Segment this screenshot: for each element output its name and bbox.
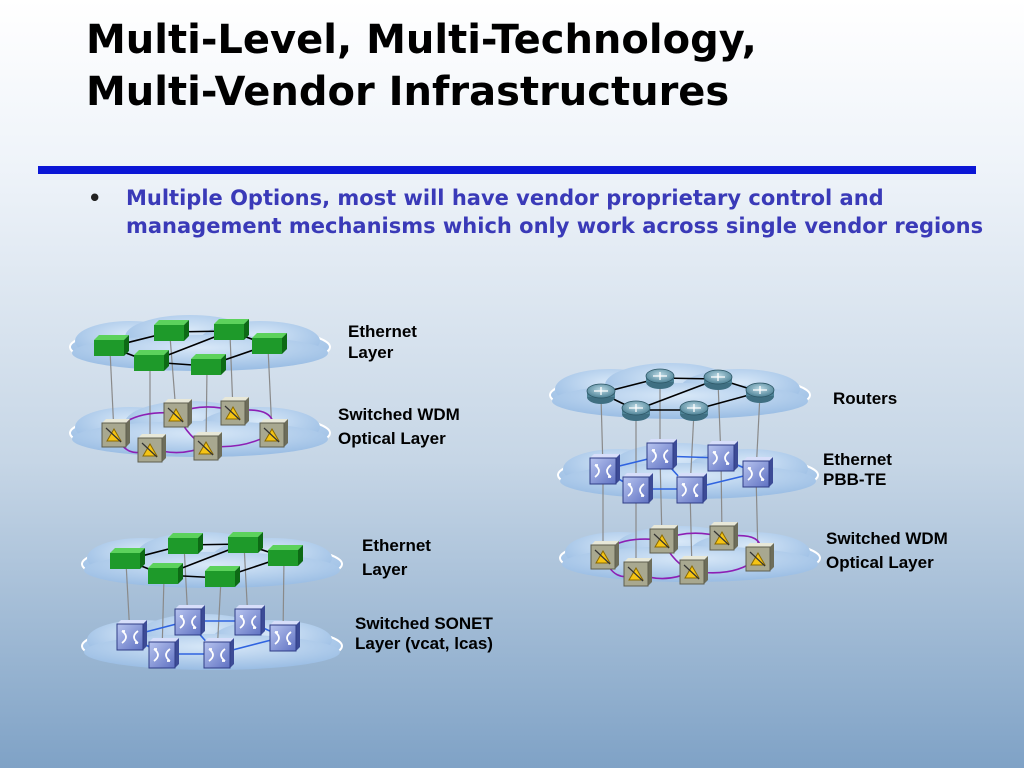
stack3-routers-pbbte-wdm — [549, 362, 821, 587]
sonet-crossconnect-icon — [148, 637, 180, 669]
router-icon — [679, 400, 709, 422]
label-line: Ethernet — [823, 450, 892, 469]
label-line: Layer — [348, 343, 394, 362]
label-stack3-routers: Routers — [833, 388, 897, 409]
router-icon — [621, 400, 651, 422]
optical-crossconnect-icon — [259, 418, 289, 448]
ethernet-switch-icon — [148, 563, 183, 584]
label-stack3-wdm-layer: Switched WDM Optical Layer — [826, 527, 948, 575]
label-line: Routers — [833, 389, 898, 408]
label-stack2-sonet-layer: Switched SONET Layer (vcat, lcas) — [355, 614, 493, 654]
label-line: Optical Layer — [826, 553, 934, 572]
sonet-crossconnect-icon — [116, 619, 148, 651]
pbbte-switch-icon — [622, 472, 654, 504]
ethernet-switch-icon — [134, 350, 169, 371]
label-line: Switched SONET — [355, 614, 493, 633]
optical-crossconnect-icon — [590, 540, 620, 570]
stack1-ethernet-over-wdm — [69, 314, 331, 463]
optical-crossconnect-icon — [679, 555, 709, 585]
title-line-2: Multi-Vendor Infrastructures — [86, 69, 730, 115]
sonet-crossconnect-icon — [234, 604, 266, 636]
label-line: Layer (vcat, lcas) — [355, 634, 493, 653]
router-icon — [745, 382, 775, 404]
label-line: Optical Layer — [338, 429, 446, 448]
optical-crossconnect-icon — [709, 521, 739, 551]
ethernet-switch-icon — [228, 532, 263, 553]
optical-crossconnect-icon — [220, 396, 250, 426]
title-line-1: Multi-Level, Multi-Technology, — [86, 17, 757, 63]
pbbte-switch-icon — [676, 472, 708, 504]
pbbte-switch-icon — [589, 453, 621, 485]
label-line: PBB-TE — [823, 470, 887, 489]
router-icon — [645, 368, 675, 390]
ethernet-switch-icon — [252, 333, 287, 354]
optical-crossconnect-icon — [163, 398, 193, 428]
sonet-crossconnect-icon — [174, 604, 206, 636]
label-line: Ethernet — [348, 322, 417, 341]
ethernet-switch-icon — [110, 548, 145, 569]
ethernet-switch-icon — [168, 533, 203, 554]
ethernet-switch-icon — [191, 354, 226, 375]
label-line: Ethernet — [362, 536, 431, 555]
optical-crossconnect-icon — [193, 431, 223, 461]
stack2-ethernet-over-sonet — [81, 531, 343, 671]
router-icon — [703, 369, 733, 391]
optical-crossconnect-icon — [745, 542, 775, 572]
optical-crossconnect-icon — [623, 557, 653, 587]
sonet-crossconnect-icon — [269, 620, 301, 652]
bullet-marker: • — [88, 186, 102, 210]
label-stack1-wdm-layer: Switched WDM Optical Layer — [338, 403, 460, 451]
label-line: Layer — [362, 560, 408, 579]
ethernet-switch-icon — [154, 320, 189, 341]
optical-crossconnect-icon — [137, 433, 167, 463]
bullet-item: • Multiple Options, most will have vendo… — [88, 184, 988, 240]
sonet-crossconnect-icon — [203, 637, 235, 669]
label-line: Switched WDM — [826, 529, 948, 548]
pbbte-switch-icon — [646, 438, 678, 470]
pbbte-switch-icon — [742, 456, 774, 488]
bullet-text: Multiple Options, most will have vendor … — [126, 186, 984, 238]
slide-title: Multi-Level, Multi-Technology, Multi-Ven… — [86, 14, 757, 118]
ethernet-switch-icon — [205, 566, 240, 587]
optical-crossconnect-icon — [649, 524, 679, 554]
label-line: Switched WDM — [338, 405, 460, 424]
ethernet-switch-icon — [94, 335, 129, 356]
pbbte-switch-icon — [707, 440, 739, 472]
optical-crossconnect-icon — [101, 418, 131, 448]
ethernet-switch-icon — [214, 319, 249, 340]
title-rule — [38, 166, 976, 174]
label-stack3-pbbte-layer: Ethernet PBB-TE — [823, 450, 892, 490]
label-stack2-ethernet-layer: Ethernet Layer — [362, 534, 431, 582]
ethernet-switch-icon — [268, 545, 303, 566]
label-stack1-ethernet-layer: Ethernet Layer — [348, 321, 417, 363]
router-icon — [586, 383, 616, 405]
